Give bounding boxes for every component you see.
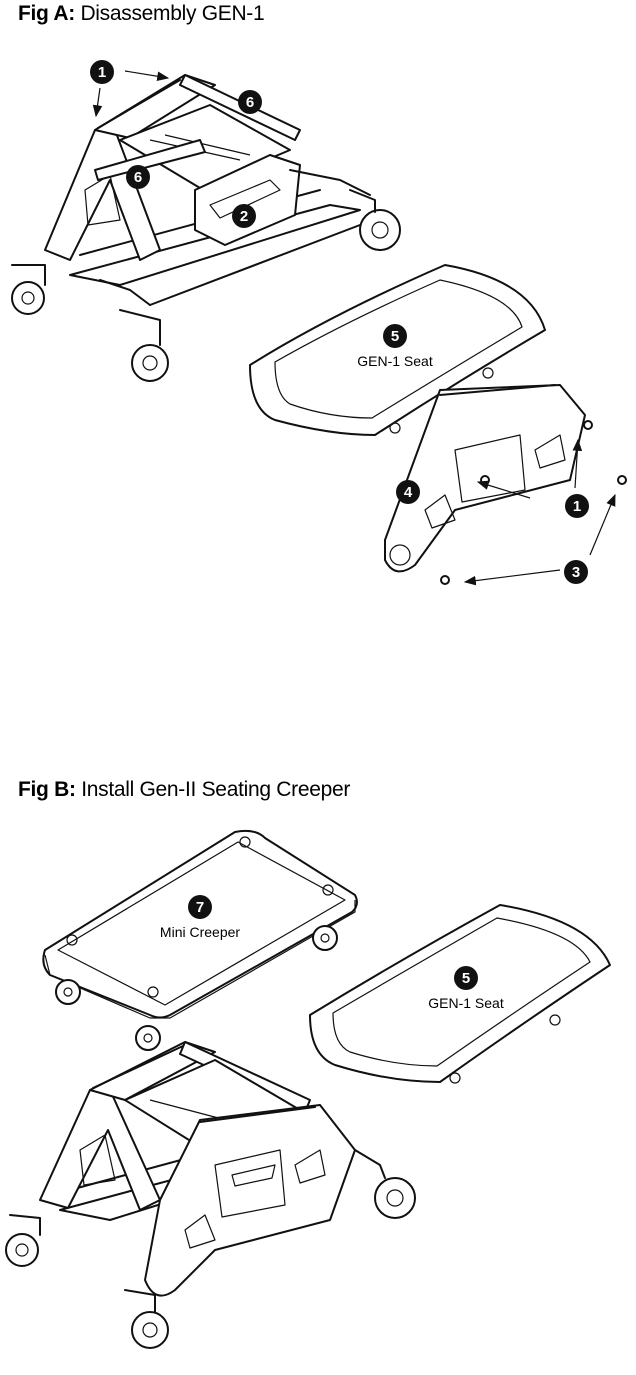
callout-badge: 1 — [90, 60, 114, 84]
fig-b-diagram: 7 5 Mini Creeper GEN-1 Seat — [5, 829, 611, 1349]
screw-icon — [617, 475, 627, 485]
fig-b-title: Fig B: Install Gen-II Seating Creeper — [18, 778, 350, 802]
svg-text:6: 6 — [134, 169, 142, 186]
gen1-seat-label: GEN-1 Seat — [357, 353, 433, 369]
gen1-seat-disassembly — [249, 264, 546, 436]
callout-badge: 1 — [565, 494, 589, 518]
caster-wheel — [5, 1233, 39, 1267]
svg-text:6: 6 — [246, 94, 254, 111]
svg-text:2: 2 — [240, 208, 248, 225]
caster-wheel — [55, 979, 81, 1005]
svg-text:1: 1 — [98, 64, 106, 81]
svg-text:5: 5 — [462, 970, 470, 987]
fig-b-title-bold: Fig B: — [18, 778, 76, 801]
fig-a-title: Fig A: Disassembly GEN-1 — [18, 2, 265, 26]
mini-creeper — [42, 829, 358, 1051]
caster-wheel — [119, 309, 169, 382]
screw-icon — [583, 420, 593, 430]
callout-badge: 5 — [383, 324, 407, 348]
callout-badge: 7 — [188, 895, 212, 919]
stool-frame-assembled — [5, 1041, 416, 1349]
caster-wheel — [11, 264, 46, 315]
mini-creeper-label: Mini Creeper — [160, 924, 240, 940]
fig-a-title-bold: Fig A: — [18, 2, 75, 25]
callout-badge: 3 — [564, 560, 588, 584]
svg-text:3: 3 — [572, 564, 580, 581]
callout-badge: 6 — [238, 90, 262, 114]
callout-badge: 2 — [232, 204, 256, 228]
screw-icon — [440, 575, 450, 585]
fig-a-title-rest: Disassembly GEN-1 — [74, 2, 265, 25]
fig-b-title-rest: Install Gen-II Seating Creeper — [75, 778, 351, 801]
caster-wheel — [135, 1025, 161, 1051]
callout-badge: 4 — [396, 480, 420, 504]
gen1-seat-label: GEN-1 Seat — [428, 995, 504, 1011]
caster-wheel — [131, 1311, 169, 1349]
gen1-seat-install — [309, 904, 611, 1084]
caster-wheel — [349, 189, 401, 251]
callout-badge: 6 — [126, 165, 150, 189]
svg-text:5: 5 — [391, 328, 399, 345]
callout-badge: 5 — [454, 966, 478, 990]
svg-text:4: 4 — [404, 484, 413, 501]
caster-wheel — [312, 925, 338, 951]
svg-text:1: 1 — [573, 498, 581, 515]
svg-text:7: 7 — [196, 899, 204, 916]
caster-wheel — [374, 1177, 416, 1219]
direction-arrow — [92, 70, 616, 586]
fig-a-diagram: 1 6 6 2 5 4 1 3 GEN-1 Seat — [11, 60, 627, 586]
